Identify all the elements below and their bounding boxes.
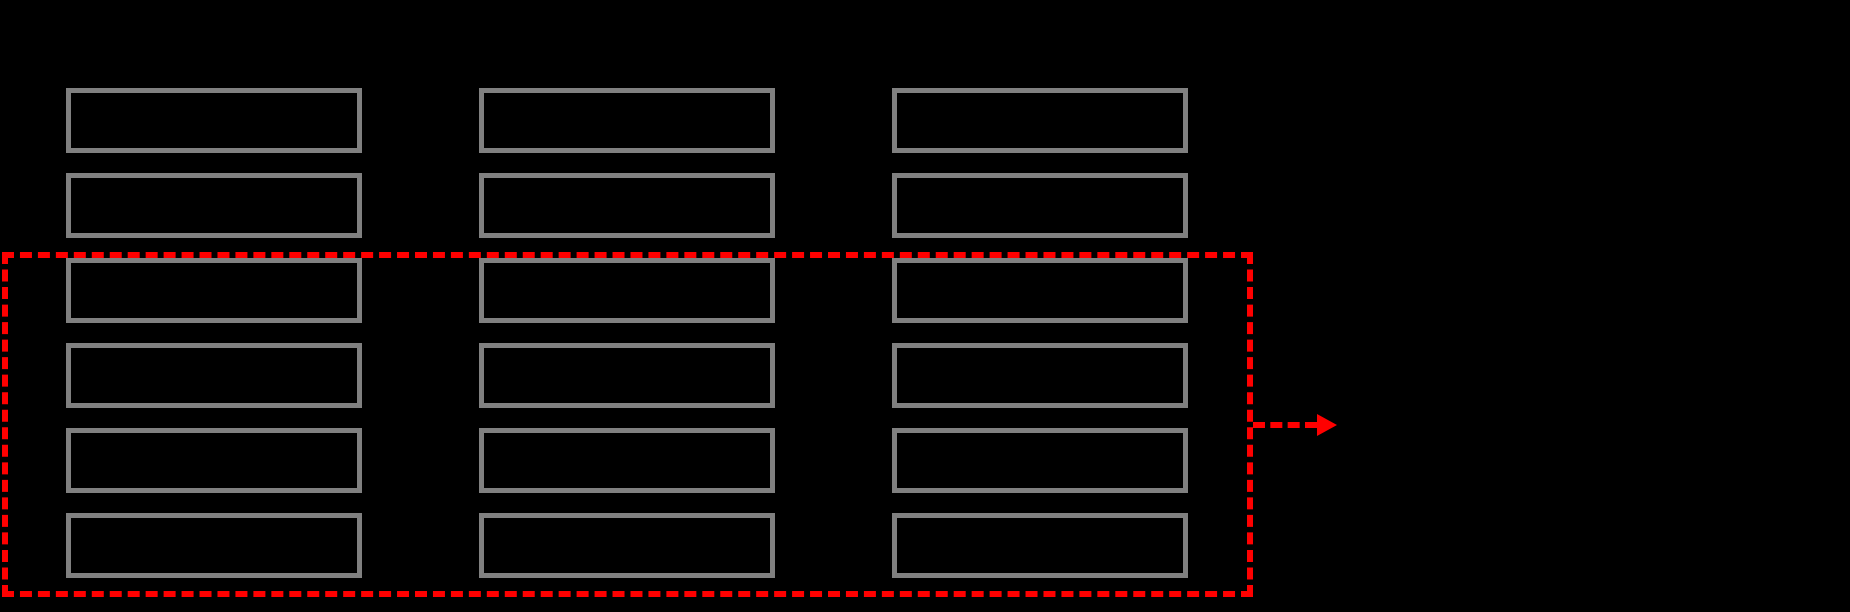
grid-box-r4-c3[interactable] bbox=[892, 343, 1188, 408]
grid-box-r6-c3[interactable] bbox=[892, 513, 1188, 578]
grid-box-r1-c1[interactable] bbox=[66, 88, 362, 153]
grid-box-label bbox=[484, 93, 770, 148]
grid-box-r3-c2[interactable] bbox=[479, 258, 775, 323]
grid-box-r5-c2[interactable] bbox=[479, 428, 775, 493]
grid-box-r5-c3[interactable] bbox=[892, 428, 1188, 493]
grid-box-label bbox=[484, 348, 770, 403]
grid-box-label bbox=[71, 178, 357, 233]
grid-box-label bbox=[897, 178, 1183, 233]
grid-box-r2-c3[interactable] bbox=[892, 173, 1188, 238]
grid-box-r4-c2[interactable] bbox=[479, 343, 775, 408]
grid-box-label bbox=[484, 433, 770, 488]
grid-box-label bbox=[484, 518, 770, 573]
grid-box-label bbox=[897, 93, 1183, 148]
grid-box-r2-c1[interactable] bbox=[66, 173, 362, 238]
grid-box-label bbox=[71, 433, 357, 488]
grid-box-r1-c3[interactable] bbox=[892, 88, 1188, 153]
grid-box-label bbox=[897, 348, 1183, 403]
grid-box-label bbox=[897, 433, 1183, 488]
grid-box-label bbox=[71, 93, 357, 148]
grid-box-r6-c2[interactable] bbox=[479, 513, 775, 578]
grid-box-label bbox=[897, 518, 1183, 573]
grid-box-r6-c1[interactable] bbox=[66, 513, 362, 578]
grid-box-r4-c1[interactable] bbox=[66, 343, 362, 408]
grid-box-label bbox=[484, 178, 770, 233]
grid-box-label bbox=[71, 263, 357, 318]
grid-box-label bbox=[71, 518, 357, 573]
grid-box-r3-c3[interactable] bbox=[892, 258, 1188, 323]
grid-box-r5-c1[interactable] bbox=[66, 428, 362, 493]
grid-box-r1-c2[interactable] bbox=[479, 88, 775, 153]
grid-box-label bbox=[71, 348, 357, 403]
grid-box-label bbox=[897, 263, 1183, 318]
grid-box-r3-c1[interactable] bbox=[66, 258, 362, 323]
grid-box-r2-c2[interactable] bbox=[479, 173, 775, 238]
grid-box-label bbox=[484, 263, 770, 318]
